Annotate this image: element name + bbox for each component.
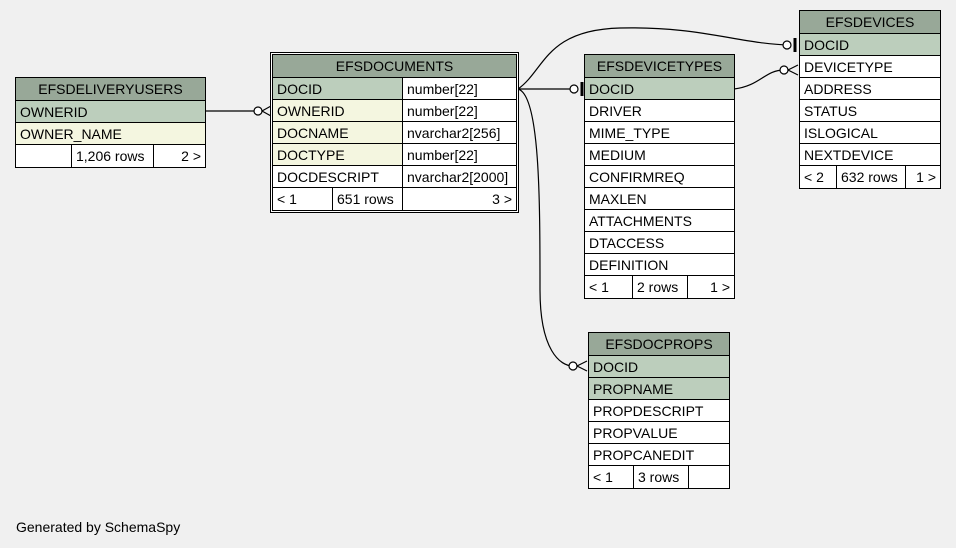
table-efsdevicetypes[interactable]: EFSDEVICETYPES DOCID DRIVER MIME_TYPE ME… xyxy=(584,54,735,299)
column-propvalue: PROPVALUE xyxy=(593,425,678,441)
column-confirmreq: CONFIRMREQ xyxy=(589,169,685,185)
parents-link xyxy=(16,145,71,167)
column-docid: DOCID xyxy=(589,356,729,377)
optional-marker xyxy=(782,40,792,50)
crowfoot-marker xyxy=(787,64,799,76)
parents-link[interactable]: < 1 xyxy=(589,466,633,488)
column-dtaccess: DTACCESS xyxy=(589,235,665,251)
table-efsdocuments[interactable]: EFSDOCUMENTS DOCID number[22] OWNERID nu… xyxy=(270,52,519,213)
column-type: nvarchar2[256] xyxy=(402,122,516,143)
column-nextdevice: NEXTDEVICE xyxy=(804,147,894,163)
table-title: EFSDOCUMENTS xyxy=(273,55,516,78)
table-efsdevices[interactable]: EFSDEVICES DOCID DEVICETYPE ADDRESS STAT… xyxy=(799,10,941,189)
table-efsdeliveryusers[interactable]: EFSDELIVERYUSERS OWNERID OWNER_NAME 1,20… xyxy=(15,77,206,168)
optional-marker xyxy=(568,361,578,371)
column-propdescript: PROPDESCRIPT xyxy=(593,403,704,419)
column-docid: DOCID xyxy=(273,78,402,99)
table-title: EFSDEVICES xyxy=(800,11,940,34)
column-type: nvarchar2[2000] xyxy=(402,166,516,187)
column-driver: DRIVER xyxy=(589,103,642,119)
children-link xyxy=(688,466,729,488)
crowfoot-marker xyxy=(576,360,588,372)
column-docid: DOCID xyxy=(800,34,940,55)
column-devicetype: DEVICETYPE xyxy=(804,59,893,75)
column-type: number[22] xyxy=(402,144,516,165)
table-title: EFSDEVICETYPES xyxy=(585,55,734,78)
column-type: number[22] xyxy=(402,100,516,121)
row-count: 2 rows xyxy=(632,276,687,298)
link-documents-docprops xyxy=(517,88,574,367)
optional-marker xyxy=(569,84,579,94)
table-title: EFSDELIVERYUSERS xyxy=(16,78,205,101)
parents-link[interactable]: < 1 xyxy=(585,276,632,298)
column-ownerid: OWNERID xyxy=(16,101,205,122)
crowfoot-marker xyxy=(261,105,272,117)
children-link[interactable]: 1 > xyxy=(905,166,940,188)
column-propname: PROPNAME xyxy=(589,378,729,399)
row-count: 1,206 rows xyxy=(71,145,153,167)
column-docdescript: DOCDESCRIPT xyxy=(277,169,379,185)
children-link[interactable]: 3 > xyxy=(402,188,516,210)
link-documents-devices xyxy=(517,27,791,90)
column-propcanedit: PROPCANEDIT xyxy=(593,447,695,463)
column-maxlen: MAXLEN xyxy=(589,191,647,207)
column-docid: DOCID xyxy=(585,78,734,99)
optional-marker xyxy=(253,106,263,116)
children-link[interactable]: 2 > xyxy=(153,145,205,167)
parents-link[interactable]: < 2 xyxy=(800,166,836,188)
column-attachments: ATTACHMENTS xyxy=(589,213,692,229)
row-count: 651 rows xyxy=(332,188,402,210)
row-count: 632 rows xyxy=(836,166,905,188)
column-status: STATUS xyxy=(804,103,858,119)
generated-by-label: Generated by SchemaSpy xyxy=(16,519,181,535)
column-mime-type: MIME_TYPE xyxy=(589,125,670,141)
column-ownerid: OWNERID xyxy=(273,100,402,121)
parents-link[interactable]: < 1 xyxy=(273,188,332,210)
children-link[interactable]: 1 > xyxy=(687,276,734,298)
table-efsdocprops[interactable]: EFSDOCPROPS DOCID PROPNAME PROPDESCRIPT … xyxy=(588,332,730,489)
column-owner-name: OWNER_NAME xyxy=(16,123,205,144)
column-medium: MEDIUM xyxy=(589,147,646,163)
column-doctype: DOCTYPE xyxy=(273,144,402,165)
link-devicetypes-devices xyxy=(733,69,785,90)
optional-marker xyxy=(779,65,789,75)
table-title: EFSDOCPROPS xyxy=(589,333,729,356)
column-definition: DEFINITION xyxy=(589,257,669,273)
column-docname: DOCNAME xyxy=(273,122,402,143)
column-islogical: ISLOGICAL xyxy=(804,125,878,141)
column-address: ADDRESS xyxy=(804,81,872,97)
column-type: number[22] xyxy=(402,78,516,99)
row-count: 3 rows xyxy=(633,466,688,488)
